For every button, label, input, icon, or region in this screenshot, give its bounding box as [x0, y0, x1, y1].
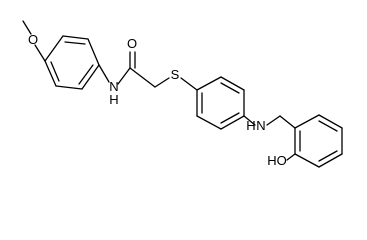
amine-nitrogen-label: N — [256, 118, 265, 133]
sulfur-label: S — [171, 67, 180, 82]
methoxy-oxygen-label: O — [28, 32, 38, 47]
acetamide-linker — [98, 51, 170, 88]
benzylamine-linker — [243, 115, 296, 129]
phenylene-ring — [196, 76, 245, 130]
amine-hydrogen-label: H — [246, 118, 255, 133]
carbonyl-oxygen-label: O — [127, 36, 137, 51]
hydroxyphenyl-ring — [286, 114, 343, 168]
thioether-bond — [180, 77, 198, 91]
methoxyphenyl-ring — [44, 35, 100, 90]
hydroxyl-label: HO — [267, 153, 287, 168]
amide-nitrogen-label: N — [109, 79, 118, 94]
molecule-diagram: O N H O S H N HO — [22, 20, 343, 168]
structure-canvas: O N H O S H N HO — [22, 20, 343, 168]
methoxy-group — [22, 20, 46, 62]
amide-hydrogen-label: H — [109, 92, 118, 107]
